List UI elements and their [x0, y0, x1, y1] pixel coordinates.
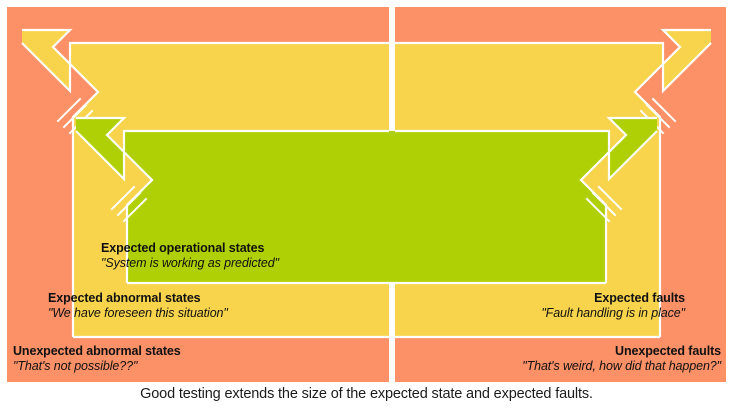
separator-gaps	[389, 0, 395, 386]
zone-quote: "We have foreseen this situation"	[48, 305, 228, 320]
zone-title: Expected abnormal states	[48, 291, 201, 305]
zone-label-expected-faults: Expected faults "Fault handling is in pl…	[541, 291, 685, 321]
zone-label-expected-operational-states: Expected operational states "System is w…	[101, 241, 279, 271]
arrow-outlines	[21, 28, 712, 339]
zone-label-unexpected-abnormal-states: Unexpected abnormal states "That's not p…	[13, 344, 181, 374]
yellow-arrow-left-outline	[22, 28, 100, 337]
zone-quote: "That's not possible??"	[13, 358, 138, 373]
yellow-arrow-right-outline	[633, 28, 711, 337]
green-arrow-left	[76, 118, 389, 283]
expected-unexpected-states-diagram	[7, 0, 726, 386]
green-arrow-right-outline-2	[395, 129, 658, 182]
zone-quote: "System is working as predicted"	[101, 255, 279, 270]
green-arrow-right	[389, 118, 657, 283]
green-arrow-left-outline-2	[75, 129, 389, 182]
vertical-divider-bottom	[389, 283, 395, 386]
vertical-divider-top	[389, 0, 395, 118]
green-arrow-left-outline	[76, 116, 154, 283]
zone-quote: "That's weird, how did that happen?"	[522, 358, 721, 373]
zone-quote: "Fault handling is in place"	[541, 305, 685, 320]
zone-title: Unexpected abnormal states	[13, 344, 181, 358]
zone-title: Expected faults	[594, 291, 685, 305]
diagram-caption: Good testing extends the size of the exp…	[140, 386, 593, 402]
zone-title: Unexpected faults	[615, 344, 721, 358]
zone-label-unexpected-faults: Unexpected faults "That's weird, how did…	[522, 344, 721, 374]
zone-title: Expected operational states	[101, 241, 265, 255]
yellow-arrow-left-outline-2	[21, 41, 389, 94]
yellow-arrow-right-outline-2	[395, 41, 712, 94]
zone-label-expected-abnormal-states: Expected abnormal states "We have forese…	[48, 291, 228, 321]
green-arrow-right-outline	[579, 116, 657, 283]
